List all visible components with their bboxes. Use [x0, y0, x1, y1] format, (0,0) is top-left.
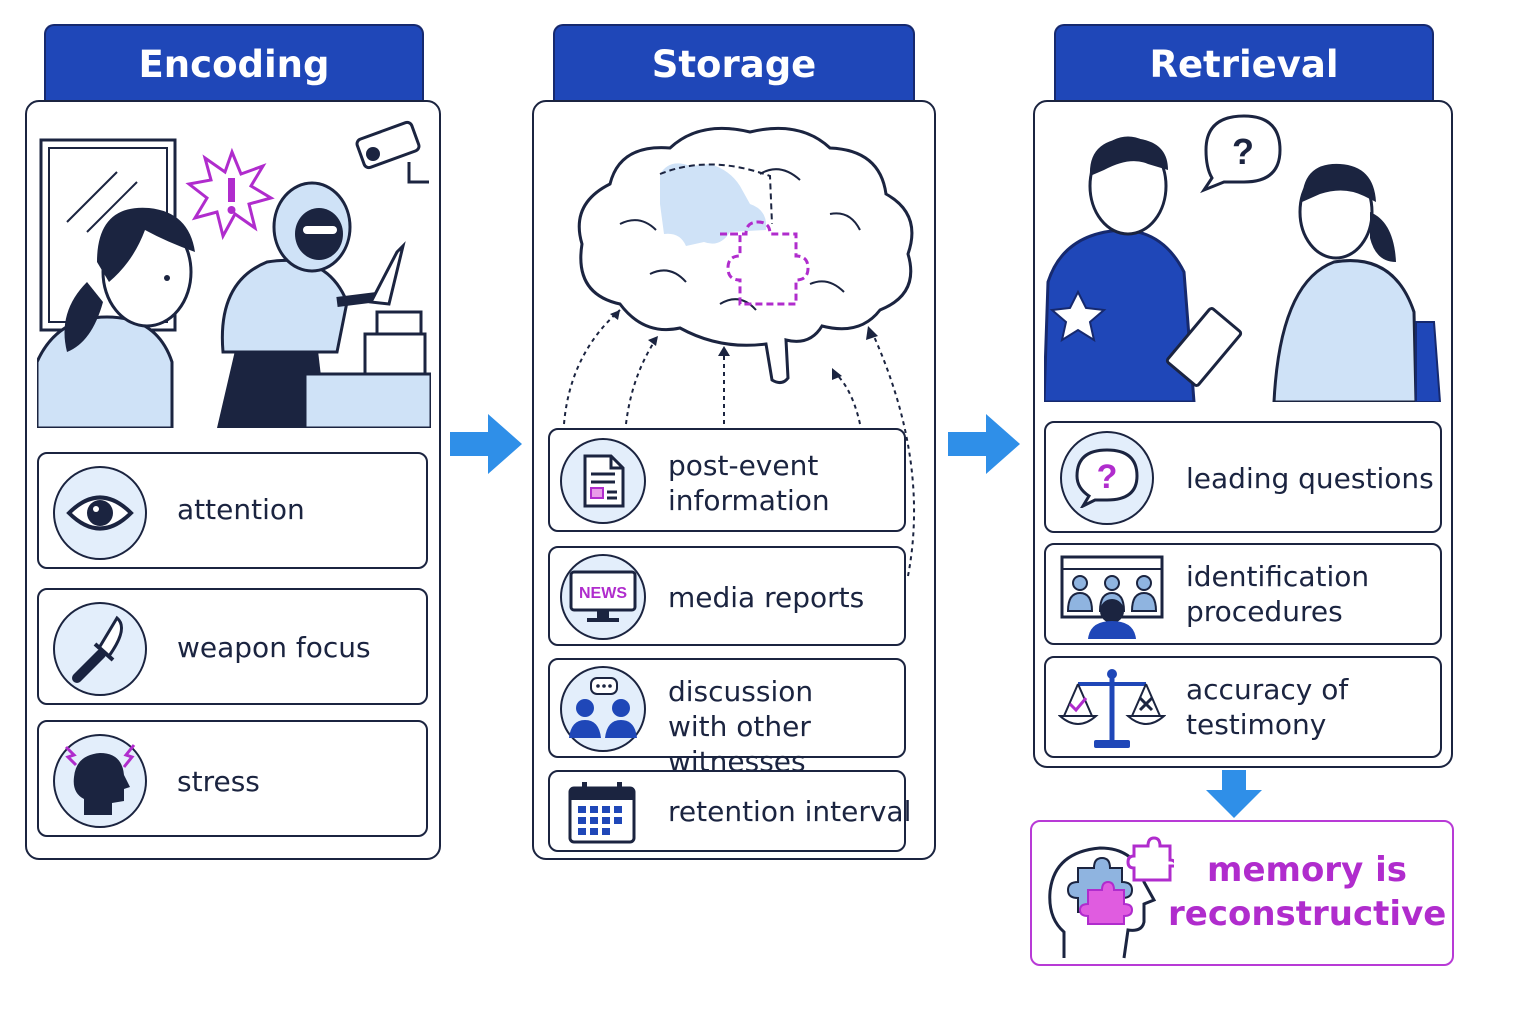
- stage-header-encoding: Encoding: [44, 24, 424, 102]
- witness-woman-figure: [1272, 163, 1442, 402]
- factor-card-media-reports: NEWS media reports: [548, 546, 906, 646]
- robber-figure: [217, 181, 406, 428]
- factor-label-leading-questions: leading questions: [1186, 462, 1434, 495]
- factor-card-retention-interval: retention interval: [548, 770, 911, 852]
- factor-card-accuracy-of-testimony: accuracy of testimony: [1044, 656, 1442, 758]
- factor-card-discussion: discussion with other witnesses: [548, 658, 906, 778]
- brain-icon: [577, 126, 914, 385]
- alert-burst-icon: [185, 147, 275, 241]
- eye-icon: [53, 466, 147, 560]
- conclusion-box: memory is reconstructive: [1030, 820, 1454, 966]
- lineup-icon: [1060, 553, 1164, 639]
- factor-card-leading-questions: ? leading questions: [1044, 421, 1442, 533]
- encoding-scene-illustration: [37, 112, 431, 428]
- news-monitor-icon: NEWS: [560, 554, 646, 640]
- question-bubble-icon: ?: [1060, 431, 1154, 525]
- factor-card-attention: attention: [37, 452, 428, 569]
- factor-label-accuracy-of-testimony: accuracy of testimony: [1186, 673, 1349, 741]
- conclusion-text: memory is reconstructive: [1168, 850, 1447, 934]
- flow-arrow-to-conclusion: [1204, 770, 1264, 818]
- flow-arrow-storage-to-retrieval: [948, 412, 1020, 476]
- interview-scene-illustration: ?: [1044, 112, 1442, 402]
- factor-card-identification-procedures: identification procedures: [1044, 543, 1442, 645]
- factor-label-discussion: discussion with other witnesses: [668, 675, 814, 778]
- stage-title-retrieval: Retrieval: [1149, 42, 1339, 86]
- stage-title-encoding: Encoding: [138, 42, 330, 86]
- flow-arrow-encoding-to-storage: [450, 412, 522, 476]
- people-chat-icon: [560, 666, 646, 752]
- scales-icon: [1057, 666, 1167, 752]
- police-officer-figure: [1044, 136, 1212, 402]
- factor-label-post-event-information: post-event information: [668, 449, 830, 517]
- factor-label-identification-procedures: identification procedures: [1186, 560, 1370, 628]
- factor-label-media-reports: media reports: [668, 581, 865, 614]
- factor-card-stress: stress: [37, 720, 428, 837]
- stage-header-retrieval: Retrieval: [1054, 24, 1434, 102]
- stressed-head-icon: [53, 734, 147, 828]
- factor-label-retention-interval: retention interval: [668, 795, 912, 828]
- factor-card-post-event-information: post-event information: [548, 428, 906, 532]
- knife-icon: [53, 602, 147, 696]
- brain-illustration: [560, 114, 930, 434]
- factor-label-stress: stress: [177, 765, 260, 798]
- puzzle-head-icon: [1044, 828, 1178, 962]
- svg-text:?: ?: [1232, 131, 1254, 172]
- stage-header-storage: Storage: [553, 24, 915, 102]
- document-icon: [560, 438, 646, 524]
- question-speech-bubble: ?: [1200, 114, 1282, 194]
- dotted-feedback-arrow: [860, 320, 930, 580]
- factor-label-attention: attention: [177, 493, 305, 526]
- stage-title-storage: Storage: [651, 42, 817, 86]
- news-icon-text: NEWS: [579, 585, 627, 602]
- calendar-icon: [566, 780, 638, 846]
- svg-text:?: ?: [1097, 458, 1118, 496]
- factor-card-weapon-focus: weapon focus: [37, 588, 428, 705]
- witness-figure: [37, 207, 195, 428]
- security-camera-icon: [355, 120, 429, 184]
- factor-label-weapon-focus: weapon focus: [177, 631, 371, 664]
